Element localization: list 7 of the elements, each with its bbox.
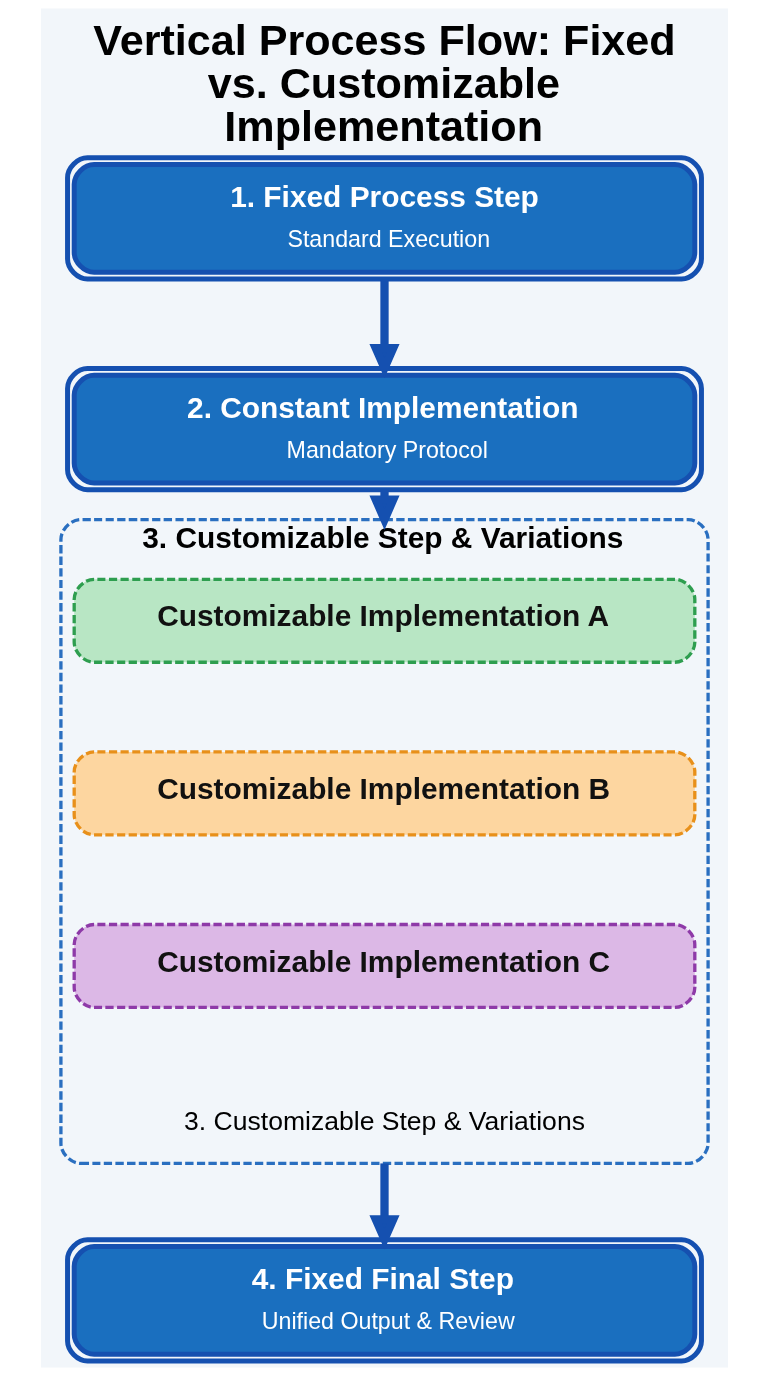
node-box: Customizable Implementation C [72,922,696,1010]
node-box: Customizable Implementation B [72,750,696,837]
node-box: 1. Fixed Process Step Standard Execution [64,155,704,282]
node-box: 2. Constant Implementation Mandatory Protocol [64,366,704,493]
node-box: Customizable Implementation A [72,577,696,664]
diagram-title: Vertical Process Flow: Fixed vs. Customizable Implementation [92,15,676,150]
node-box: 4. Fixed Final Step Unified Output & Review [64,1237,704,1364]
